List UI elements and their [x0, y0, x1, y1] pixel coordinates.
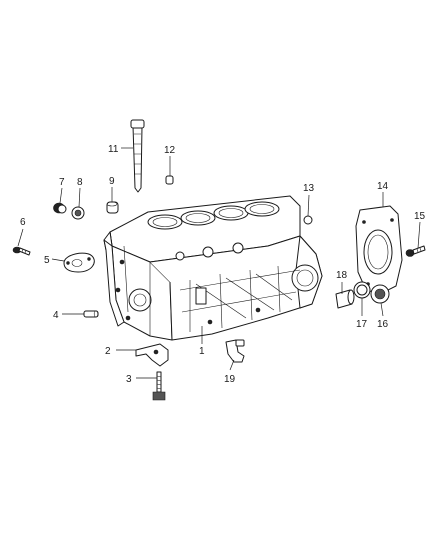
callout-labels: 1 2 3 4 5 6 7 8 9 11 12 13 14 15 16 17 1…	[20, 144, 426, 385]
callout-13: 13	[303, 183, 315, 194]
o-ring	[303, 215, 313, 225]
callout-1: 1	[199, 346, 205, 357]
callout-5: 5	[44, 255, 50, 266]
cover-plate	[63, 252, 95, 273]
dowel-pin	[83, 310, 99, 318]
cup-plug	[106, 201, 119, 214]
bushing	[335, 289, 355, 309]
callout-15: 15	[414, 211, 426, 222]
callout-14: 14	[377, 181, 389, 192]
callout-7: 7	[59, 177, 65, 188]
retaining-ring	[353, 281, 371, 299]
callout-9: 9	[109, 176, 115, 187]
cover-bolt	[405, 245, 426, 257]
rear-cover	[355, 205, 403, 295]
callout-11: 11	[108, 144, 119, 155]
tube-fitting	[225, 339, 245, 363]
mount-bracket	[135, 343, 169, 367]
callout-18: 18	[336, 270, 348, 281]
leader-lines	[17, 147, 421, 379]
callout-16: 16	[377, 319, 389, 330]
seal-ring	[71, 206, 85, 220]
callout-2: 2	[105, 346, 111, 357]
plug	[53, 202, 67, 214]
callout-6: 6	[20, 217, 26, 228]
callout-3: 3	[126, 374, 132, 385]
screw	[12, 246, 31, 256]
stud	[130, 119, 145, 193]
engine-block	[103, 195, 323, 341]
callout-19: 19	[224, 374, 236, 385]
bracket-bolt	[152, 371, 166, 401]
callout-12: 12	[164, 145, 176, 156]
callout-4: 4	[53, 310, 59, 321]
callout-17: 17	[356, 319, 368, 330]
callout-8: 8	[77, 177, 83, 188]
oil-seal	[370, 284, 390, 304]
small-plug	[165, 175, 174, 185]
